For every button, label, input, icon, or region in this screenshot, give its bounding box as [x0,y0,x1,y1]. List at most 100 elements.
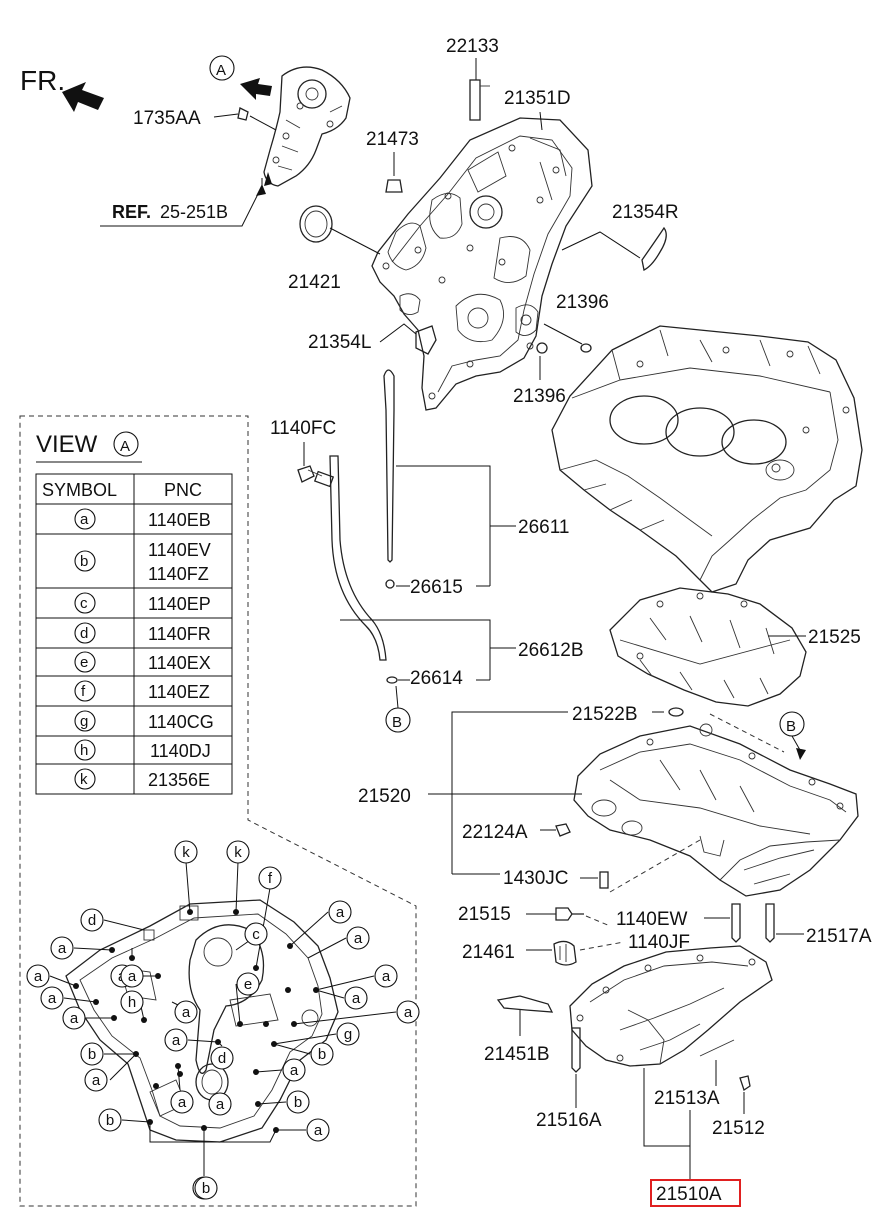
callout-circle [344,986,368,1010]
callout-circle [194,1176,218,1200]
table-pnc: 1140EP [148,594,211,614]
callout-circle [174,1000,198,1024]
callout-circle [236,972,260,996]
callout-a: a [344,986,368,1010]
table-pnc: 1140EV [148,540,211,560]
callout-letter: a [58,940,67,957]
view-a-frame [19,415,417,1207]
view-a-marker: A [216,62,226,79]
table-row: g 1140CG [74,710,214,732]
table-symbol-c: c [80,595,88,612]
table-symbol-k: k [80,771,88,788]
table-symbol-b: b [80,553,88,570]
table-pnc: 1140FR [148,624,211,644]
part-label-26615: 26615 [410,577,463,598]
part-21510a-highlight-box [650,1179,741,1207]
cylinder-block-illustration [551,325,863,593]
callout-a: a [282,1058,306,1082]
oil-dipstick-illustration [297,369,398,684]
pin-1430jc-shape [599,871,609,889]
callout-letter: a [70,1010,79,1027]
part-label-1735aa: 1735AA [133,108,201,129]
callout-a: a [374,964,398,988]
callout-circle [84,1068,108,1092]
part-label-21421: 21421 [288,272,341,293]
view-a-callout-symbols: kkfdaacaaaaaaeaaahaagbdbaaababaab [26,840,420,1200]
callout-g: g [336,1022,360,1046]
bolt-21515-shape [555,907,584,921]
table-symbol-f: f [81,683,86,700]
callout-letter: h [128,994,136,1011]
table-header-pnc: PNC [164,480,202,500]
callout-circle [208,1092,232,1116]
part-label-21522b: 21522B [572,704,638,725]
callout-d: d [210,1046,234,1070]
callout-circle [374,964,398,988]
callout-letter: b [294,1094,302,1111]
part-label-26611: 26611 [518,517,569,538]
callout-letter: a [354,930,363,947]
callout-letter: k [234,844,242,861]
table-row: h 1140DJ [74,739,211,761]
callout-circle [62,1006,86,1030]
front-direction-arrow-icon [62,82,104,112]
table-row: c 1140EP [74,592,211,614]
callout-circle [346,926,370,950]
oring-21396-upper-shape [580,343,592,353]
plug-21512-shape [739,1075,751,1092]
callout-circle [98,1108,122,1132]
callout-a: a [26,964,50,988]
bolt-1140ew-shape [731,903,741,943]
seal-21421-shape [299,205,333,243]
table-symbol-d: d [80,625,88,642]
strainer-21461-shape [553,940,577,966]
sensor-22133-shape [469,79,481,121]
callout-circle [210,1046,234,1070]
callout-letter: b [202,1180,210,1197]
callout-a: a [346,926,370,950]
callout-circle [50,936,74,960]
part-label-21451b: 21451B [484,1044,550,1065]
table-pnc: 1140CG [148,712,214,732]
callout-circle [120,990,144,1014]
callout-letter: a [404,1004,413,1021]
part-label-1140jf: 1140JF [628,932,690,953]
timing-cover-illustration [371,117,593,411]
callout-a: a [208,1092,232,1116]
part-label-22133: 22133 [446,36,499,57]
callout-f: f [258,866,282,890]
callout-circle [310,1042,334,1066]
table-pnc-secondary: 1140FZ [148,564,209,584]
part-label-21517a: 21517A [806,926,872,947]
callout-letter: a [352,990,361,1007]
callout-circle [40,986,64,1010]
callout-b: b [286,1090,310,1114]
part-label-21513a: 21513A [654,1088,720,1109]
part-label-21396-upper: 21396 [556,292,609,313]
table-row: a 1140EB [74,508,211,530]
callout-letter: a [336,904,345,921]
table-pnc: 1140EZ [148,682,210,702]
view-a-callouts [49,861,397,1176]
part-label-21473: 21473 [366,129,419,150]
callout-circle [80,908,104,932]
ref-arrow-icon [256,184,266,196]
callout-b: b [194,1176,218,1200]
callout-c: c [244,922,268,946]
callout-a: a [50,936,74,960]
callout-k: k [174,840,198,864]
callout-letter: d [88,912,96,929]
part-label-1430jc: 1430JC [503,868,569,889]
gasket-21513a-shape [699,1039,735,1057]
callout-a: a [328,900,352,924]
callout-circle [286,1090,310,1114]
table-pnc: 21356E [148,770,210,790]
callout-h: h [120,990,144,1014]
table-row: e 1140EX [74,651,211,673]
part-label-1140ew: 1140EW [616,909,688,930]
callout-a: a [174,1000,198,1024]
callout-letter: f [268,870,273,887]
callout-letter: a [290,1062,299,1079]
callout-letter: g [344,1026,352,1043]
callout-circle [164,1028,188,1052]
